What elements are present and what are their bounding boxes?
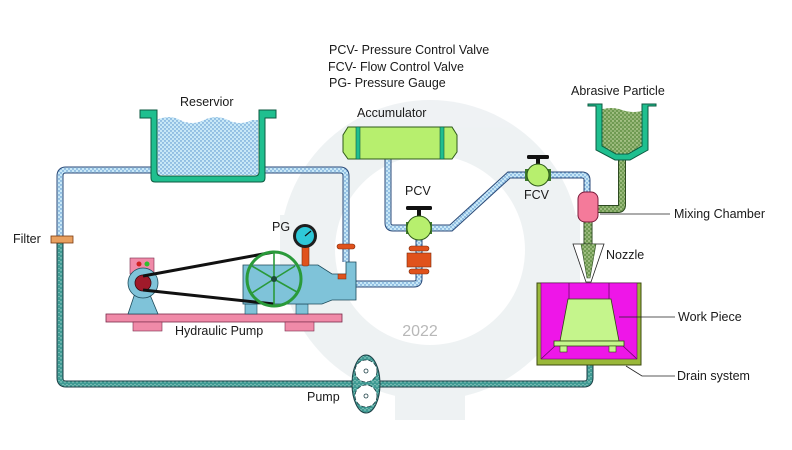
label-pcv: PCV bbox=[405, 184, 431, 198]
label-pump: Pump bbox=[307, 390, 340, 404]
label-reservoir: Reservior bbox=[180, 95, 234, 109]
pcv-valve[interactable] bbox=[406, 206, 432, 241]
fcv-valve[interactable] bbox=[525, 155, 551, 187]
accumulator bbox=[342, 126, 458, 160]
label-drain: Drain system bbox=[677, 369, 750, 383]
watermark-year: 2022 bbox=[402, 323, 438, 340]
work-piece[interactable] bbox=[553, 298, 625, 353]
filter[interactable] bbox=[50, 235, 74, 244]
high-pressure-pipe bbox=[356, 230, 423, 288]
label-accumulator: Accumulator bbox=[357, 106, 427, 120]
electric-motor bbox=[127, 257, 159, 315]
nozzle bbox=[572, 243, 605, 283]
label-abrasive: Abrasive Particle bbox=[571, 84, 665, 98]
supply-flange bbox=[336, 243, 356, 250]
supply-pipe bbox=[56, 166, 350, 262]
flywheel bbox=[245, 250, 303, 308]
abrasive-hopper bbox=[587, 103, 657, 161]
label-fcv: FCV bbox=[524, 188, 549, 202]
legend-fcv: FCV- Flow Control Valve bbox=[328, 60, 464, 74]
mixing-chamber bbox=[577, 191, 599, 223]
legend-pcv: PCV- Pressure Control Valve bbox=[329, 43, 490, 57]
pcv-flanges bbox=[406, 245, 432, 275]
label-pg: PG bbox=[272, 220, 291, 234]
legend-pg: PG- Pressure Gauge bbox=[329, 76, 446, 90]
label-filter: Filter bbox=[13, 232, 41, 246]
pressure-gauge bbox=[293, 224, 317, 267]
label-mixing-chamber: Mixing Chamber bbox=[674, 207, 766, 221]
gear-pump[interactable] bbox=[351, 354, 381, 414]
drive-belt bbox=[142, 250, 275, 306]
drain-leader bbox=[625, 365, 675, 377]
label-nozzle: Nozzle bbox=[606, 248, 645, 262]
reservoir-tank bbox=[139, 109, 277, 183]
abrasive-feed-pipe bbox=[583, 160, 626, 245]
accumulator-pipe bbox=[384, 158, 408, 232]
return-pipe bbox=[56, 240, 594, 388]
label-work-piece: Work Piece bbox=[678, 310, 742, 324]
base-plate bbox=[105, 313, 343, 332]
label-hydraulic-pump: Hydraulic Pump bbox=[175, 324, 264, 338]
pcv-fcv-pipe bbox=[430, 171, 591, 232]
